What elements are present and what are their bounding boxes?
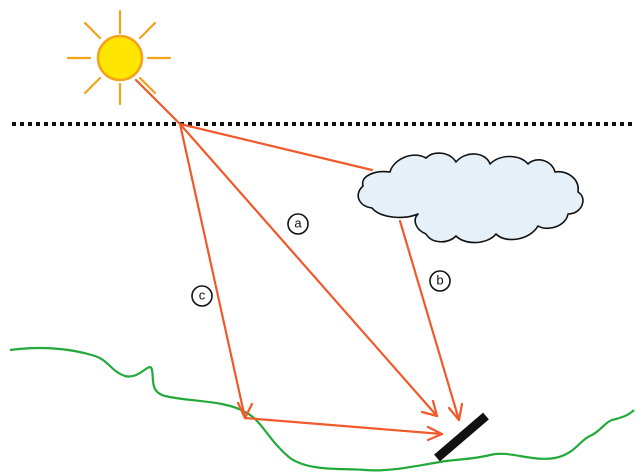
sun-icon [66,9,172,106]
label-b: b [429,270,451,292]
cloud-icon [357,152,584,244]
ray-c-to-ground [178,122,247,420]
light-rays [134,78,464,442]
label-a-text: a [294,216,302,231]
label-c: c [191,285,213,307]
ray-reflected-arrowhead [426,425,444,442]
ray-sun-incoming [134,78,182,126]
label-c-text: c [199,288,206,303]
label-a: a [287,213,309,235]
sun-rays [66,9,172,106]
label-b-text: b [436,273,443,288]
ray-b-diffuse [398,219,461,422]
ray-a-direct [178,122,439,418]
ground-line [9,346,635,472]
solar-panel-icon [434,412,489,462]
ray-b-arrowhead [447,402,464,422]
sun-disc [96,34,144,82]
ray-to-cloud [178,122,374,172]
ray-a-arrowhead [420,399,439,418]
ray-reflected [243,416,444,436]
